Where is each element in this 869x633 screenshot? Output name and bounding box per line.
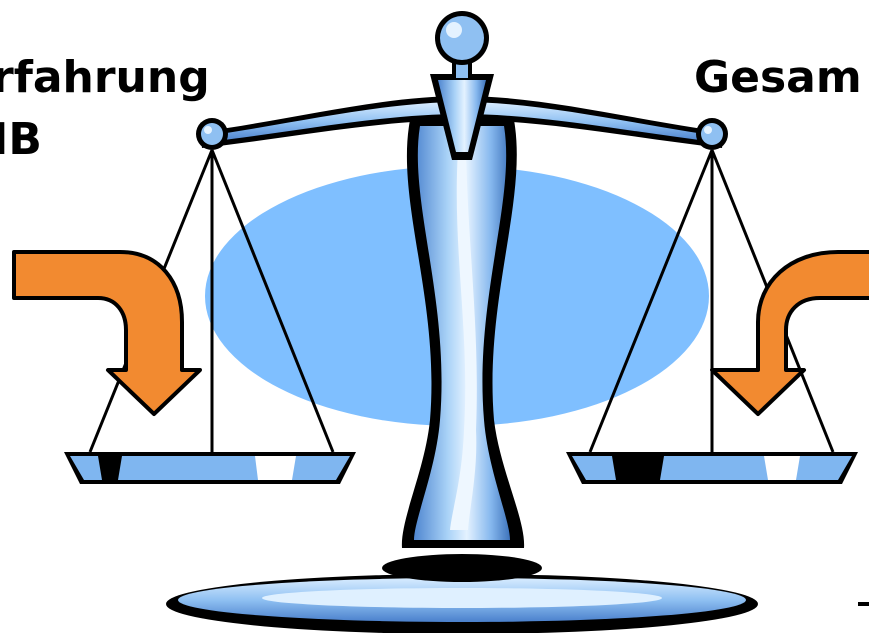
edge-dash-mark — [858, 602, 869, 606]
left-label-line-2: IB — [0, 118, 42, 162]
right-pan — [566, 452, 858, 484]
left-pan — [64, 452, 356, 484]
right-label-line-1: Gesam — [694, 56, 862, 100]
left-curved-down-arrow-icon — [14, 252, 200, 414]
right-curved-down-arrow-icon — [712, 252, 869, 414]
left-label-line-1: rfahrung — [0, 56, 210, 100]
scale-base — [166, 554, 758, 633]
